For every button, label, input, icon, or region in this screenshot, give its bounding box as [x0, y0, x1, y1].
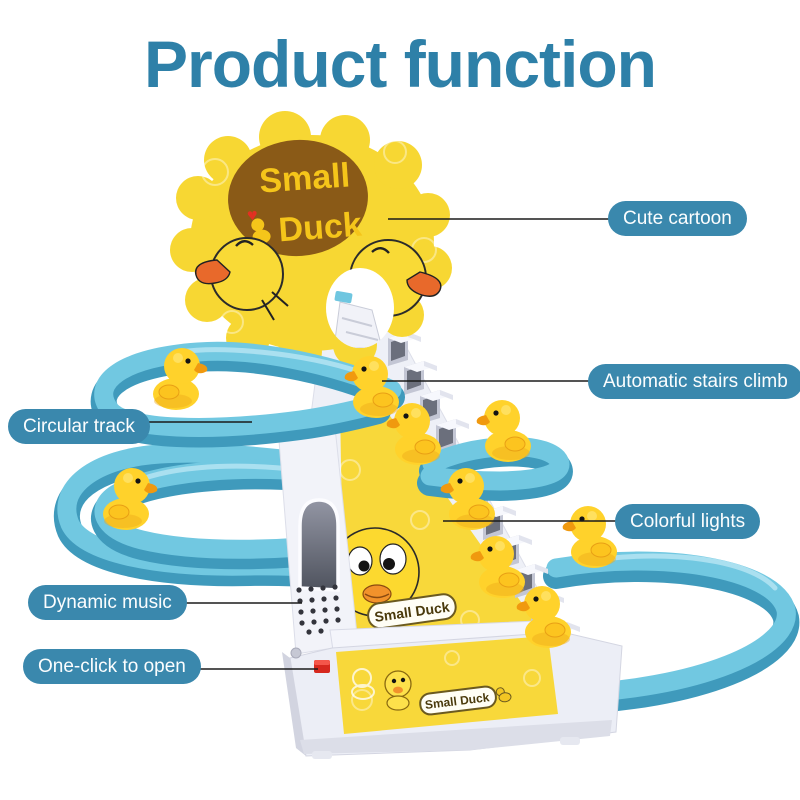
banner-duck-glyph-icon: [495, 687, 512, 703]
power-switch: [314, 660, 330, 673]
callout-one-click-to-open-label: One-click to open: [38, 656, 186, 677]
callout-automatic-stairs-climb-label: Automatic stairs climb: [603, 371, 788, 392]
sign-line2: Duck: [277, 206, 363, 250]
tower-arch: [298, 498, 340, 592]
callout-dynamic-music: Dynamic music: [28, 585, 187, 620]
callout-colorful-lights-label: Colorful lights: [630, 511, 746, 532]
speaker-grille-icon: [296, 584, 341, 635]
signboard: Small Duck: [170, 111, 452, 374]
sign-duck-left-icon: [194, 237, 289, 321]
callout-circular-track-label: Circular track: [23, 416, 135, 437]
callout-circular-track: Circular track: [8, 409, 150, 444]
callout-one-click-to-open: One-click to open: [23, 649, 201, 684]
callout-dynamic-music-label: Dynamic music: [43, 592, 172, 613]
tower: [277, 417, 359, 655]
base-yellow-panel: Small Duck: [336, 636, 558, 734]
base: Small Duck: [282, 619, 623, 759]
callout-colorful-lights: Colorful lights: [615, 504, 761, 539]
duck-outline-pattern: [351, 668, 375, 700]
base-banner-2: Small Duck: [419, 685, 512, 716]
callout-automatic-stairs-climb: Automatic stairs climb: [588, 364, 800, 399]
callout-cute-cartoon: Cute cartoon: [608, 201, 747, 236]
callout-cute-cartoon-label: Cute cartoon: [623, 208, 732, 229]
sign-title-oval: Small Duck: [228, 139, 368, 257]
sign-line1: Small: [258, 156, 351, 200]
page-title: Product function: [144, 27, 657, 101]
sign-hole: [326, 268, 394, 348]
base-banner-1: Small Duck: [367, 593, 457, 630]
duckling-cartoon-icon: [384, 670, 412, 711]
leader-lines: [147, 218, 616, 670]
